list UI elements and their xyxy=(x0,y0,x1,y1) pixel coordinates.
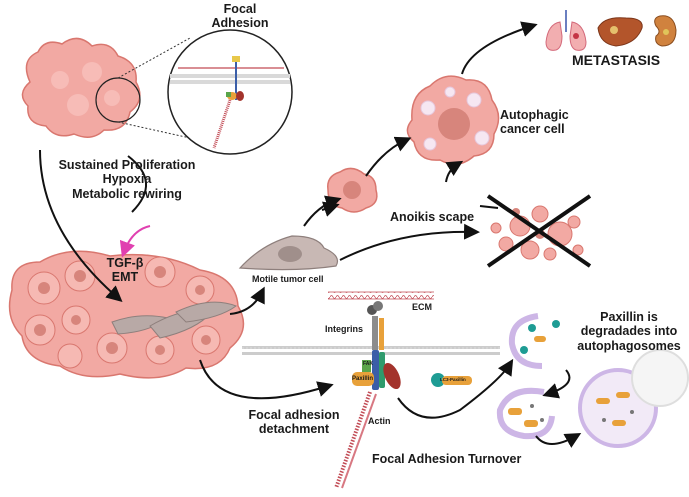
integrin-complex xyxy=(352,301,401,390)
autophagic-cancer-cell xyxy=(406,75,500,165)
paxillin-line1: Paxillin is xyxy=(600,310,658,324)
autophagic-line2: cancer cell xyxy=(500,122,565,137)
focal-adhesion-title: Focal Adhesion xyxy=(205,2,275,31)
block-x-icon xyxy=(486,194,592,268)
focal-adhesion-title-line2: Adhesion xyxy=(211,16,269,31)
sustained-proliferation-label: Sustained Proliferation Hypoxia Metaboli… xyxy=(52,158,202,201)
lc3-paxillin-label: LC3-Paxillin xyxy=(440,377,466,382)
autolysosome xyxy=(578,349,689,448)
cell-membrane xyxy=(242,346,500,355)
actin-label: Actin xyxy=(368,416,391,426)
integrins-label: Integrins xyxy=(325,324,364,334)
focal-adhesion-title-line1: Focal xyxy=(223,2,257,16)
zoom-connector-top xyxy=(117,37,191,79)
actin-filament xyxy=(334,391,377,489)
paxillin-protein-label: Paxillin xyxy=(352,376,374,382)
sustained-line2: Hypoxia xyxy=(102,172,152,187)
paxillin-line2: degradades into xyxy=(580,324,678,339)
phagophore-1 xyxy=(508,313,560,369)
ecm-label: ECM xyxy=(412,302,432,312)
tgf-beta-label: TGF-β xyxy=(106,256,144,270)
emt-label: EMT xyxy=(111,270,139,285)
kidney-icon xyxy=(654,15,677,47)
tgf-emt-label: TGF-β EMT xyxy=(100,256,150,285)
motile-tumor-cell-label: Motile tumor cell xyxy=(252,274,324,284)
autophagosome-1 xyxy=(496,387,555,440)
lung-icon xyxy=(545,10,587,51)
focal-adhesion-zoom xyxy=(167,29,293,155)
fa-turnover-label: Focal Adhesion Turnover xyxy=(372,452,522,466)
autophagic-cell-label: Autophagic cancer cell xyxy=(500,108,569,137)
fa-detachment-line1: Focal adhesion xyxy=(248,408,340,422)
primary-tumor xyxy=(21,37,141,138)
paxillin-line3: autophagosomes xyxy=(577,338,681,353)
zoom-connector-bottom xyxy=(117,121,191,139)
fak-protein-label: FAK xyxy=(363,361,373,367)
liver-icon xyxy=(597,17,643,47)
ecm-fibers xyxy=(328,291,434,300)
motile-tumor-cell-shape xyxy=(238,235,339,271)
fa-detachment-label: Focal adhesion detachment xyxy=(236,408,352,437)
paxillin-degradation-label: Paxillin is degradades into autophagosom… xyxy=(574,310,684,353)
metastasis-label: METASTASIS xyxy=(572,52,661,68)
sustained-line1: Sustained Proliferation xyxy=(58,158,196,172)
sustained-line3: Metabolic rewiring xyxy=(72,186,182,201)
flow-arrows xyxy=(39,21,582,448)
tumor-mass xyxy=(8,250,245,379)
circulating-tumor-cell xyxy=(327,167,378,213)
fa-detachment-line2: detachment xyxy=(258,422,330,437)
autophagic-line1: Autophagic xyxy=(500,108,569,122)
lc3-paxillin-complex xyxy=(431,373,472,387)
anoikis-label: Anoikis scape xyxy=(390,210,475,224)
